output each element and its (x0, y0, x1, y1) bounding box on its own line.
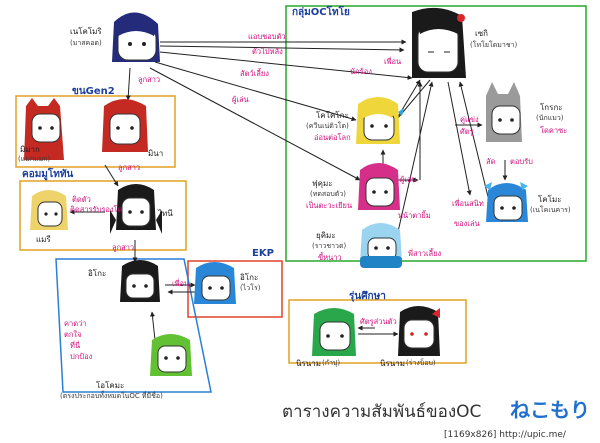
name-red-left: มิมาก (20, 145, 40, 154)
rel-light2: ของเล่น (454, 219, 480, 228)
extra-gray: โดคาซะ (540, 126, 568, 135)
rel-ekp-link: เพื่อน (172, 279, 190, 288)
group-label-main: กลุ่มOCโทโย (292, 7, 350, 18)
sub-tsuki: (โทโยโดมาชา) (470, 41, 518, 49)
character-face-light-blue (360, 223, 402, 268)
character-face-green-twin (150, 334, 192, 376)
rel-gray2: ศัตรู (460, 127, 474, 136)
sub-gray: (นักแมว) (536, 114, 564, 122)
name-neko: เนโคโมริ (70, 27, 102, 36)
character-face-black-red (398, 306, 440, 356)
rel-momo-sub: นักร้อง (350, 67, 372, 76)
name-black-short: อิโกะ (88, 269, 107, 278)
rel-fam-ekp: ลูกสาว (112, 243, 135, 252)
sub-momo: (ควีนเน่ติวโต) (306, 122, 349, 130)
sub-red-left: (แมกแมก) (18, 155, 51, 163)
extra-light-blue: ขี้หนาว (318, 253, 342, 262)
character-face-gray (486, 82, 522, 142)
group-box-main (285, 5, 587, 262)
character-face-red-left (24, 98, 64, 160)
group-box-family (19, 180, 187, 251)
rel-left-side3: ที่นี่ (70, 341, 81, 350)
name-green-twin: โอโคมะ (96, 381, 125, 390)
name-red-right: มินา (148, 149, 164, 158)
rel-sister: พี่สาวเลี้ยง (408, 249, 442, 258)
sub-pink: (ทดสอบตัว) (310, 190, 347, 198)
sub-green-twin: (ตรงประกอบทั้งหมดในOC ที่มีชื่อ) (60, 392, 163, 400)
group-box-blue (55, 258, 212, 393)
chart-title: ตารางความสัมพันธ์ของOC (282, 402, 482, 422)
character-face-momo (356, 97, 404, 144)
rel-left-side4: ปกป้อง (70, 352, 93, 361)
character-face-black-short (120, 260, 160, 302)
sub-green-council: (กำปุ) (322, 359, 341, 367)
name-pink: ฟุคุมะ (312, 179, 333, 188)
group-box-ekp (187, 260, 283, 318)
rel-fam-left: ติดตัว (72, 195, 91, 204)
extra-momo: อ่อนต่อโลก (314, 133, 351, 142)
rel-blue2: ลัด (486, 157, 496, 166)
name-black-pig: ไทนี (158, 209, 173, 218)
group-label-gen2: ขนGen2 (72, 86, 115, 97)
rel-light: เพื่อนสนิท (452, 199, 484, 208)
name-light-blue: ยุคิมะ (316, 231, 336, 240)
sub-blue-twin: (เนโคเนคาร) (530, 206, 571, 214)
name-tsuki: เซกิ (475, 29, 489, 38)
character-face-green-council (312, 308, 356, 356)
sub-black-red: (ร่างบ็อบ) (406, 359, 436, 367)
rel-neko-momo: สัตว์เลี้ยง (240, 69, 269, 78)
character-face-tsuki (412, 7, 466, 78)
rel-blue: ตอบรับ (510, 157, 533, 166)
rel-left-side2: ตกใจ (64, 330, 82, 339)
name-blue-ekp: อิโกะ (240, 273, 259, 282)
rel-fam-left2: ติดสารรับรองโค (70, 205, 123, 214)
character-face-black-pig (110, 184, 162, 234)
corner-text: [1169x826] http://upic.me/ (444, 430, 566, 440)
name-black-red: นิรนาม (380, 359, 405, 368)
character-face-blue-ekp (194, 262, 236, 304)
rel-neko-gen2: ลูกสาว (138, 75, 161, 84)
group-box-gen2 (15, 95, 176, 168)
character-face-red-right (102, 99, 148, 152)
group-label-family: คอมมูโททัน (22, 169, 74, 180)
rel-pink2: หน้าตายิ้ม (398, 211, 431, 220)
character-face-blonde-small (30, 190, 68, 230)
group-box-council (288, 299, 467, 364)
name-blue-twin: โคโมะ (538, 195, 562, 204)
logo: ねこもり (510, 398, 590, 422)
group-label-council: รุ่นศึกษา (349, 291, 386, 302)
rel-council: ศัตรูส่วนตัว (360, 317, 397, 326)
sub-blue-ekp: (ไวโร) (240, 284, 261, 292)
rel-momo-tsuki: เพื่อน (384, 57, 402, 66)
name-gray: โกรกะ (540, 103, 563, 112)
character-face-pink (358, 163, 400, 210)
rel-neko-pink: ผู้เล่น (232, 95, 249, 104)
name-momo: โคโคโกะ (316, 111, 349, 120)
rel-neko-tsuki: แอบชอบตัว (248, 32, 286, 41)
rel-gen2-fam: ลูกสาว (118, 163, 141, 172)
extra-pink: เป็นตะวะเยียน (306, 201, 353, 210)
name-green-council: นิรนาม (296, 359, 321, 368)
name-blonde-small: แมรี (36, 235, 51, 244)
character-face-neko (112, 12, 160, 63)
character-face-blue-twin (484, 182, 528, 222)
rel-neko-tsuki2: ตัวไปหลัง (252, 47, 283, 56)
sub-neko: (มาสคอต) (70, 39, 102, 47)
rel-left-side: คาดว่า (64, 319, 87, 328)
sub-light-blue: (ราวชาวต) (312, 242, 347, 250)
rel-pink: ผู้เล่น (400, 175, 417, 184)
rel-gray: คู่แข่ง (460, 115, 479, 124)
group-label-ekp: EKP (252, 248, 274, 259)
